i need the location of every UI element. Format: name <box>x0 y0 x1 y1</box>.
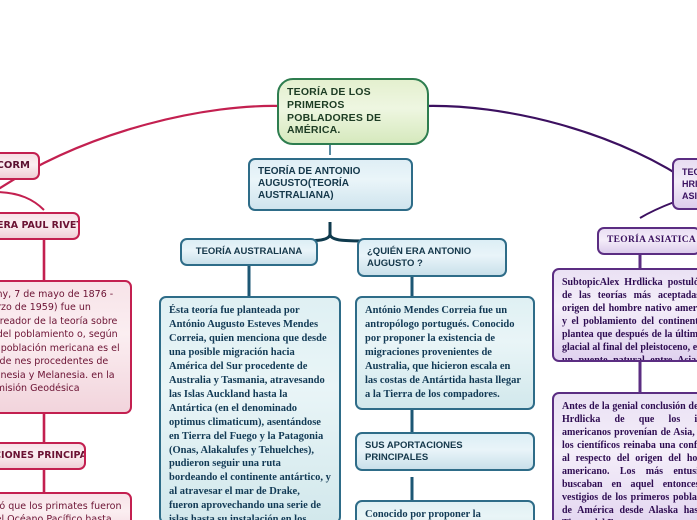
node-aportaciones-principales-label: ORTACIONES PRINCIPALES. <box>0 450 84 461</box>
body-sus-aportaciones-principales[interactable]: Conocido por proponer la existencia de m… <box>355 500 535 520</box>
node-teoria-australiana-label: TEORÍA AUSTRALIANA <box>195 246 303 257</box>
body-quien-era-antonio-augusto[interactable]: António Mendes Correia fue un antropólog… <box>355 296 535 410</box>
node-quien-era-paul-rivet-label: UIÉN ERA PAUL RIVET? <box>0 220 78 231</box>
node-teoria-asiatica[interactable]: TEORÍA ASIATICA <box>597 227 697 255</box>
body-paul-rivet-clipped[interactable]: et (Wasigny, 7 de mayo de 1876 - 21 de m… <box>0 280 132 414</box>
node-aportaciones-principales-clipped[interactable]: ORTACIONES PRINCIPALES. <box>0 442 86 470</box>
node-right-branch-head-line-3: ASIA <box>682 191 697 202</box>
node-sus-aportaciones-principales-label: SUS APORTACIONES PRINCIPALES <box>365 440 463 463</box>
body-teoria-asiatica-1-clipped[interactable]: SubtopicAlex Hrdlicka postuló una de las… <box>552 268 697 362</box>
body-quien-era-antonio-augusto-text: António Mendes Correia fue un antropólog… <box>365 305 521 400</box>
node-quien-era-antonio-augusto[interactable]: ¿QUIÉN ERA ANTONIO AUGUSTO ? <box>357 238 507 278</box>
root-node[interactable]: TEORÍA DE LOS PRIMEROS POBLADORES DE AMÉ… <box>277 78 429 146</box>
node-sus-aportaciones-principales[interactable]: SUS APORTACIONES PRINCIPALES <box>355 432 535 472</box>
node-teoria-australiana[interactable]: TEORÍA AUSTRALIANA <box>180 238 318 266</box>
body-aportaciones-principales-text: et afirmó que los primates fueron do por… <box>0 501 122 520</box>
body-teoria-asiatica-2-text: Antes de la genial conclusión de Alex Hr… <box>562 401 697 520</box>
node-quien-era-paul-rivet-clipped[interactable]: UIÉN ERA PAUL RIVET? <box>0 212 80 240</box>
node-right-branch-head-line-2: HRI <box>682 179 697 190</box>
node-left-branch-head-clipped[interactable]: CORM <box>0 152 40 181</box>
node-teoria-antonio-augusto[interactable]: TEORÍA DE ANTONIO AUGUSTO(TEORÍA AUSTRAL… <box>248 158 413 211</box>
body-aportaciones-principales-clipped[interactable]: et afirmó que los primates fueron do por… <box>0 492 132 520</box>
node-teoria-asiatica-label: TEORÍA ASIATICA <box>607 235 697 245</box>
body-paul-rivet-text: et (Wasigny, 7 de mayo de 1876 - 21 de m… <box>0 289 120 395</box>
root-node-label: TEORÍA DE LOS PRIMEROS POBLADORES DE AMÉ… <box>287 86 382 137</box>
node-left-branch-head-label: CORM <box>0 160 30 171</box>
body-teoria-australiana[interactable]: Ésta teoría fue planteada por António Au… <box>159 296 341 520</box>
node-quien-era-antonio-augusto-label: ¿QUIÉN ERA ANTONIO AUGUSTO ? <box>367 246 472 269</box>
node-right-branch-head-line-1: TEO <box>682 167 697 177</box>
node-teoria-antonio-augusto-label: TEORÍA DE ANTONIO AUGUSTO(TEORÍA AUSTRAL… <box>258 166 361 202</box>
body-teoria-asiatica-2-clipped[interactable]: Antes de la genial conclusión de Alex Hr… <box>552 392 697 520</box>
body-teoria-asiatica-1-text: SubtopicAlex Hrdlicka postuló una de las… <box>562 277 697 362</box>
body-sus-aportaciones-principales-text: Conocido por proponer la existencia de m… <box>365 509 481 520</box>
node-right-branch-head-clipped[interactable]: TEO HRI ASIA <box>672 158 697 211</box>
body-teoria-australiana-text: Ésta teoría fue planteada por António Au… <box>169 305 331 520</box>
